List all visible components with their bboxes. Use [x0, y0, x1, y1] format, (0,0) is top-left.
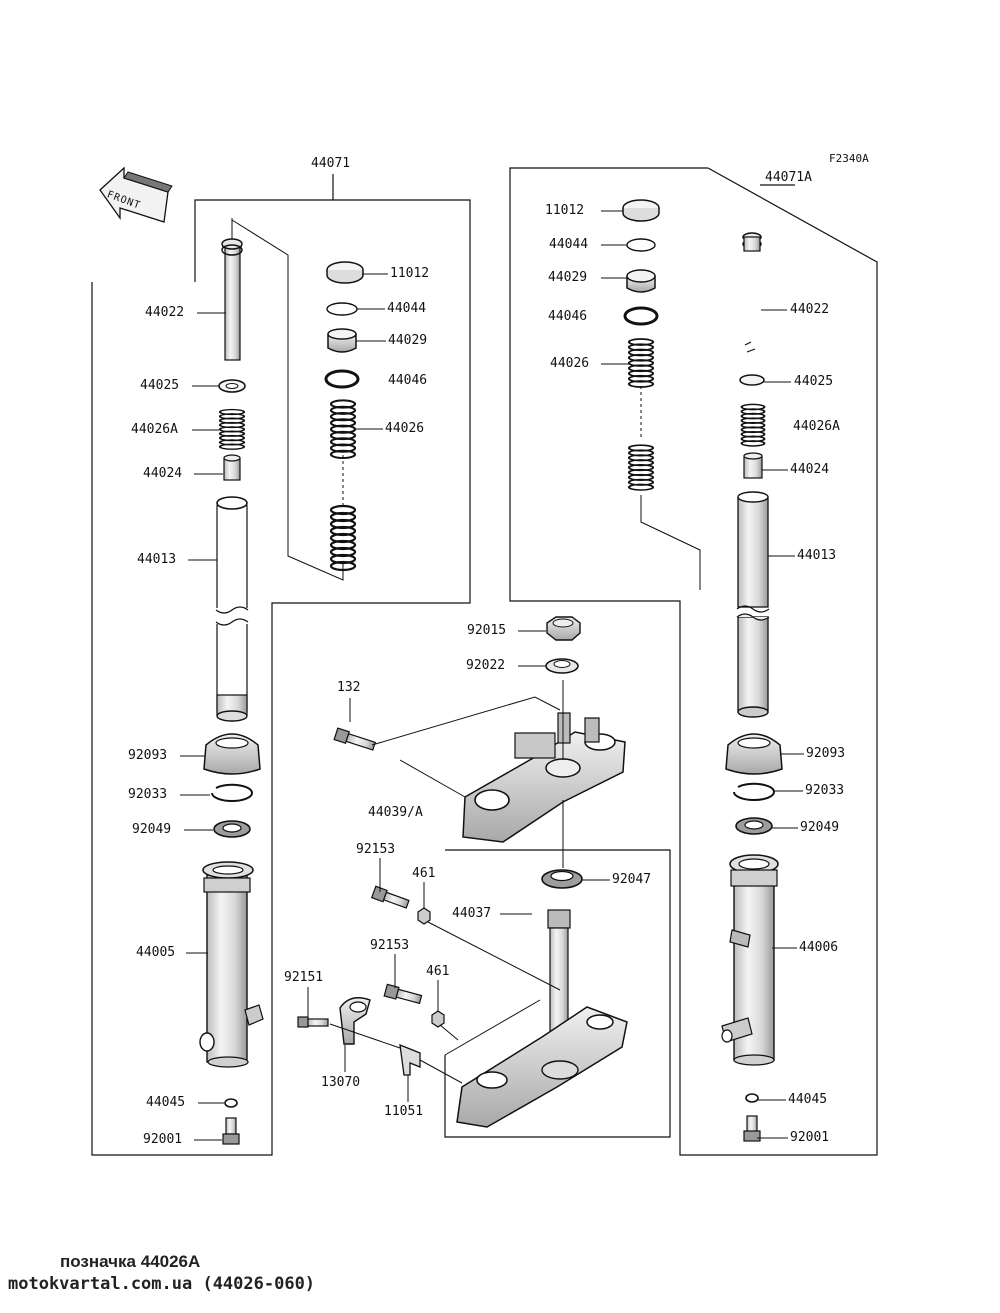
- part-label: 92153: [370, 938, 410, 953]
- left-assembly-outline: [91, 174, 471, 1156]
- part-label: 461: [412, 866, 436, 881]
- part-label: 92001: [143, 1132, 183, 1147]
- part-label: 44013: [797, 548, 837, 563]
- part-label: 44046: [388, 373, 428, 388]
- part-label: 44029: [388, 333, 428, 348]
- part-label: 92151: [284, 970, 324, 985]
- leader-lines: [180, 210, 804, 1141]
- part-label: 92022: [466, 658, 506, 673]
- group-label-left: 44071: [311, 156, 351, 171]
- caption-source: motokvartal.com.ua (44026-060): [8, 1274, 316, 1294]
- part-label: 44022: [145, 305, 185, 320]
- part-label: 44044: [387, 301, 427, 316]
- part-label: 92047: [612, 872, 652, 887]
- right-assembly-outline: [444, 167, 878, 1156]
- part-label: 92093: [806, 746, 846, 761]
- group-label-right: 44071A: [765, 170, 812, 185]
- part-label: 92049: [132, 822, 172, 837]
- part-label: 44024: [143, 466, 183, 481]
- front-arrow-icon: [99, 166, 173, 223]
- part-label: 92093: [128, 748, 168, 763]
- part-label: 92033: [805, 783, 845, 798]
- part-label: 44022: [790, 302, 830, 317]
- part-label: 44046: [548, 309, 588, 324]
- part-label: 132: [337, 680, 361, 695]
- part-label: 44013: [137, 552, 177, 567]
- caption-part-mark: позначка 44026А: [60, 1252, 201, 1271]
- part-label: 44006: [799, 940, 839, 955]
- steering-parts: [297, 616, 628, 1128]
- part-label: 92033: [128, 787, 168, 802]
- part-label: 11051: [384, 1104, 424, 1119]
- part-label: 44037: [452, 906, 492, 921]
- part-label: 92001: [790, 1130, 830, 1145]
- part-label: 44025: [140, 378, 180, 393]
- part-label: 44045: [788, 1092, 828, 1107]
- part-label: 44026: [550, 356, 590, 371]
- part-label: 44026: [385, 421, 425, 436]
- part-label: 92153: [356, 842, 396, 857]
- left-fork-parts: [199, 218, 364, 1145]
- part-label: 44005: [136, 945, 176, 960]
- part-label: 44029: [548, 270, 588, 285]
- part-label: 44025: [794, 374, 834, 389]
- part-label: 461: [426, 964, 450, 979]
- part-label: 11012: [545, 203, 585, 218]
- part-label: 44044: [549, 237, 589, 252]
- part-label: 44026A: [793, 419, 840, 434]
- part-label: 13070: [321, 1075, 361, 1090]
- part-label: 11012: [390, 266, 430, 281]
- part-label: 44039/A: [368, 805, 423, 820]
- part-label: 44026A: [131, 422, 178, 437]
- part-label: 92049: [800, 820, 840, 835]
- figure-code: F2340A: [829, 152, 869, 165]
- part-label: 92015: [467, 623, 507, 638]
- right-fork-parts: [622, 199, 783, 1142]
- part-label: 44024: [790, 462, 830, 477]
- part-label: 44045: [146, 1095, 186, 1110]
